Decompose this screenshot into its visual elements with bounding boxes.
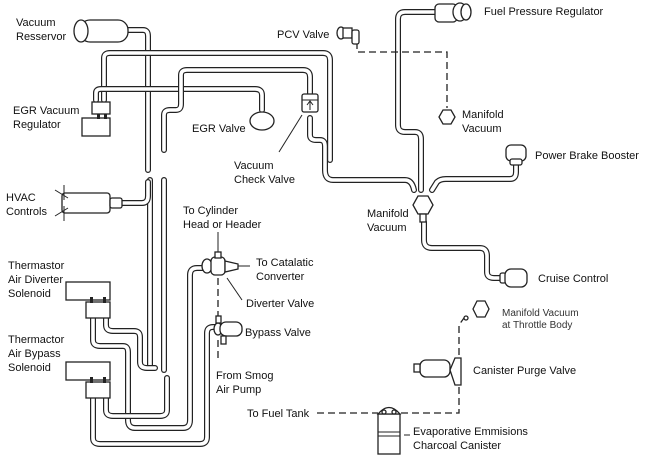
canister-purge-valve: [413, 357, 462, 386]
fuel-pressure-regulator: [434, 2, 472, 23]
egr-valve: [249, 111, 275, 131]
label-egr-valve: EGR Valve: [192, 123, 246, 135]
dashed-connections: [217, 42, 465, 414]
hvac-controls: [54, 185, 123, 221]
label-cruise-control: Cruise Control: [538, 273, 609, 285]
diverter-leader: [226, 277, 243, 301]
vacuum-reservoir: [73, 19, 129, 43]
label-power-brake-booster: Power Brake Booster: [535, 150, 639, 162]
power-brake-booster: [505, 144, 527, 166]
pcv-valve: [336, 26, 360, 45]
manifold-vacuum-junction: [412, 195, 434, 215]
thermactor-bypass-solenoid: [65, 361, 111, 399]
cruise-control: [499, 268, 528, 288]
egr-vacuum-regulator: [81, 101, 111, 137]
hoses: [90, 9, 519, 447]
dash-purge-throttle: [458, 317, 465, 355]
hose-fuel-pressure: [395, 9, 443, 193]
hose-brake-booster: [429, 159, 519, 193]
manifold-vacuum-port-top: [438, 109, 456, 125]
hose-bypass-solenoid-a: [103, 375, 170, 419]
vacuum-check-valve: [301, 93, 319, 113]
thermactor-diverter-solenoid: [65, 281, 111, 319]
throttle-body-vacuum-port: [472, 300, 490, 318]
charcoal-canister: [376, 406, 402, 455]
label-pcv-valve: PCV Valve: [277, 29, 330, 41]
label-to-fuel-tank: To Fuel Tank: [247, 408, 310, 420]
label-diverter-valve: Diverter Valve: [246, 298, 315, 310]
check-valve-leader: [278, 114, 303, 153]
hose-hvac: [119, 179, 151, 206]
bypass-valve: [213, 315, 243, 345]
label-bypass-valve: Bypass Valve: [245, 327, 311, 339]
dash-canister-purge: [390, 380, 460, 414]
label-canister-purge-valve: Canister Purge Valve: [473, 365, 577, 377]
diverter-valve: [201, 243, 250, 276]
label-fuel-pressure-regulator: Fuel Pressure Regulator: [484, 6, 604, 18]
dash-pcv-manifold: [356, 42, 448, 108]
